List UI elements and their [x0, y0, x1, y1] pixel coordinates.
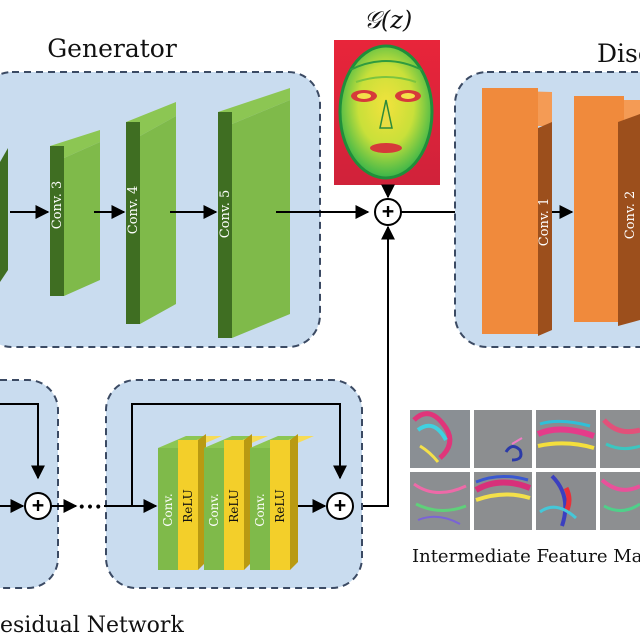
skip-connection: [131, 403, 347, 506]
generator-conv5-block: Conv. 5: [218, 88, 290, 338]
discriminator-conv1-block: Conv. 1: [482, 88, 552, 336]
feature-map-5: [410, 472, 470, 530]
discriminator-title: Disc: [597, 39, 640, 68]
feature-map-3: [536, 410, 596, 468]
feature-map-grid: [410, 410, 640, 530]
residual-add-partial-symbol: +: [32, 493, 44, 517]
generator-title: Generator: [47, 34, 177, 63]
generator-conv3-block: Conv. 3: [50, 130, 100, 296]
feature-map-8: [600, 472, 640, 530]
add-node-residual: +: [326, 492, 354, 520]
feature-map-1: [410, 410, 470, 468]
feature-map-4: [600, 410, 640, 468]
generator-block-partial: [0, 148, 8, 282]
generator-conv3-label: Conv. 3: [50, 181, 65, 229]
add-node-main-symbol: +: [382, 199, 394, 223]
add-node-residual-symbol: +: [334, 493, 346, 517]
residual-block-partial: +: [0, 379, 59, 589]
feature-map-7: [536, 472, 596, 530]
residual-pair-3-relu-label: ReLU: [273, 489, 287, 523]
residual-pair-3-conv-label: Conv.: [253, 493, 267, 526]
feature-map-6: [474, 472, 532, 530]
feature-maps-caption: Intermediate Feature Ma: [412, 546, 640, 567]
feature-map-2: [474, 410, 532, 468]
thermal-face-image: [334, 40, 440, 185]
add-node-main: +: [374, 198, 402, 226]
generator-conv4-block: Conv. 4: [126, 102, 176, 324]
discriminator-conv1-label: Conv. 1: [537, 198, 552, 246]
residual-pair-2: Conv. ReLU: [204, 434, 268, 570]
residual-pair-3: Conv. ReLU: [250, 434, 314, 570]
residual-pair-2-relu-label: ReLU: [227, 489, 241, 523]
residual-pair-2-conv-label: Conv.: [207, 493, 221, 526]
residual-network-title: esidual Network: [0, 613, 184, 638]
generator-conv5-label: Conv. 5: [218, 190, 233, 238]
residual-pair-1-conv-label: Conv.: [161, 493, 175, 526]
ellipsis: •••: [78, 500, 103, 516]
gz-label: 𝒢(z): [364, 6, 412, 34]
discriminator-conv2-block: Conv. 2: [574, 96, 640, 326]
discriminator-conv2-label: Conv. 2: [623, 191, 638, 239]
residual-to-add-arrow: [354, 225, 395, 507]
generator-conv4-label: Conv. 4: [126, 186, 141, 234]
residual-pair-1-relu-label: ReLU: [181, 489, 195, 523]
